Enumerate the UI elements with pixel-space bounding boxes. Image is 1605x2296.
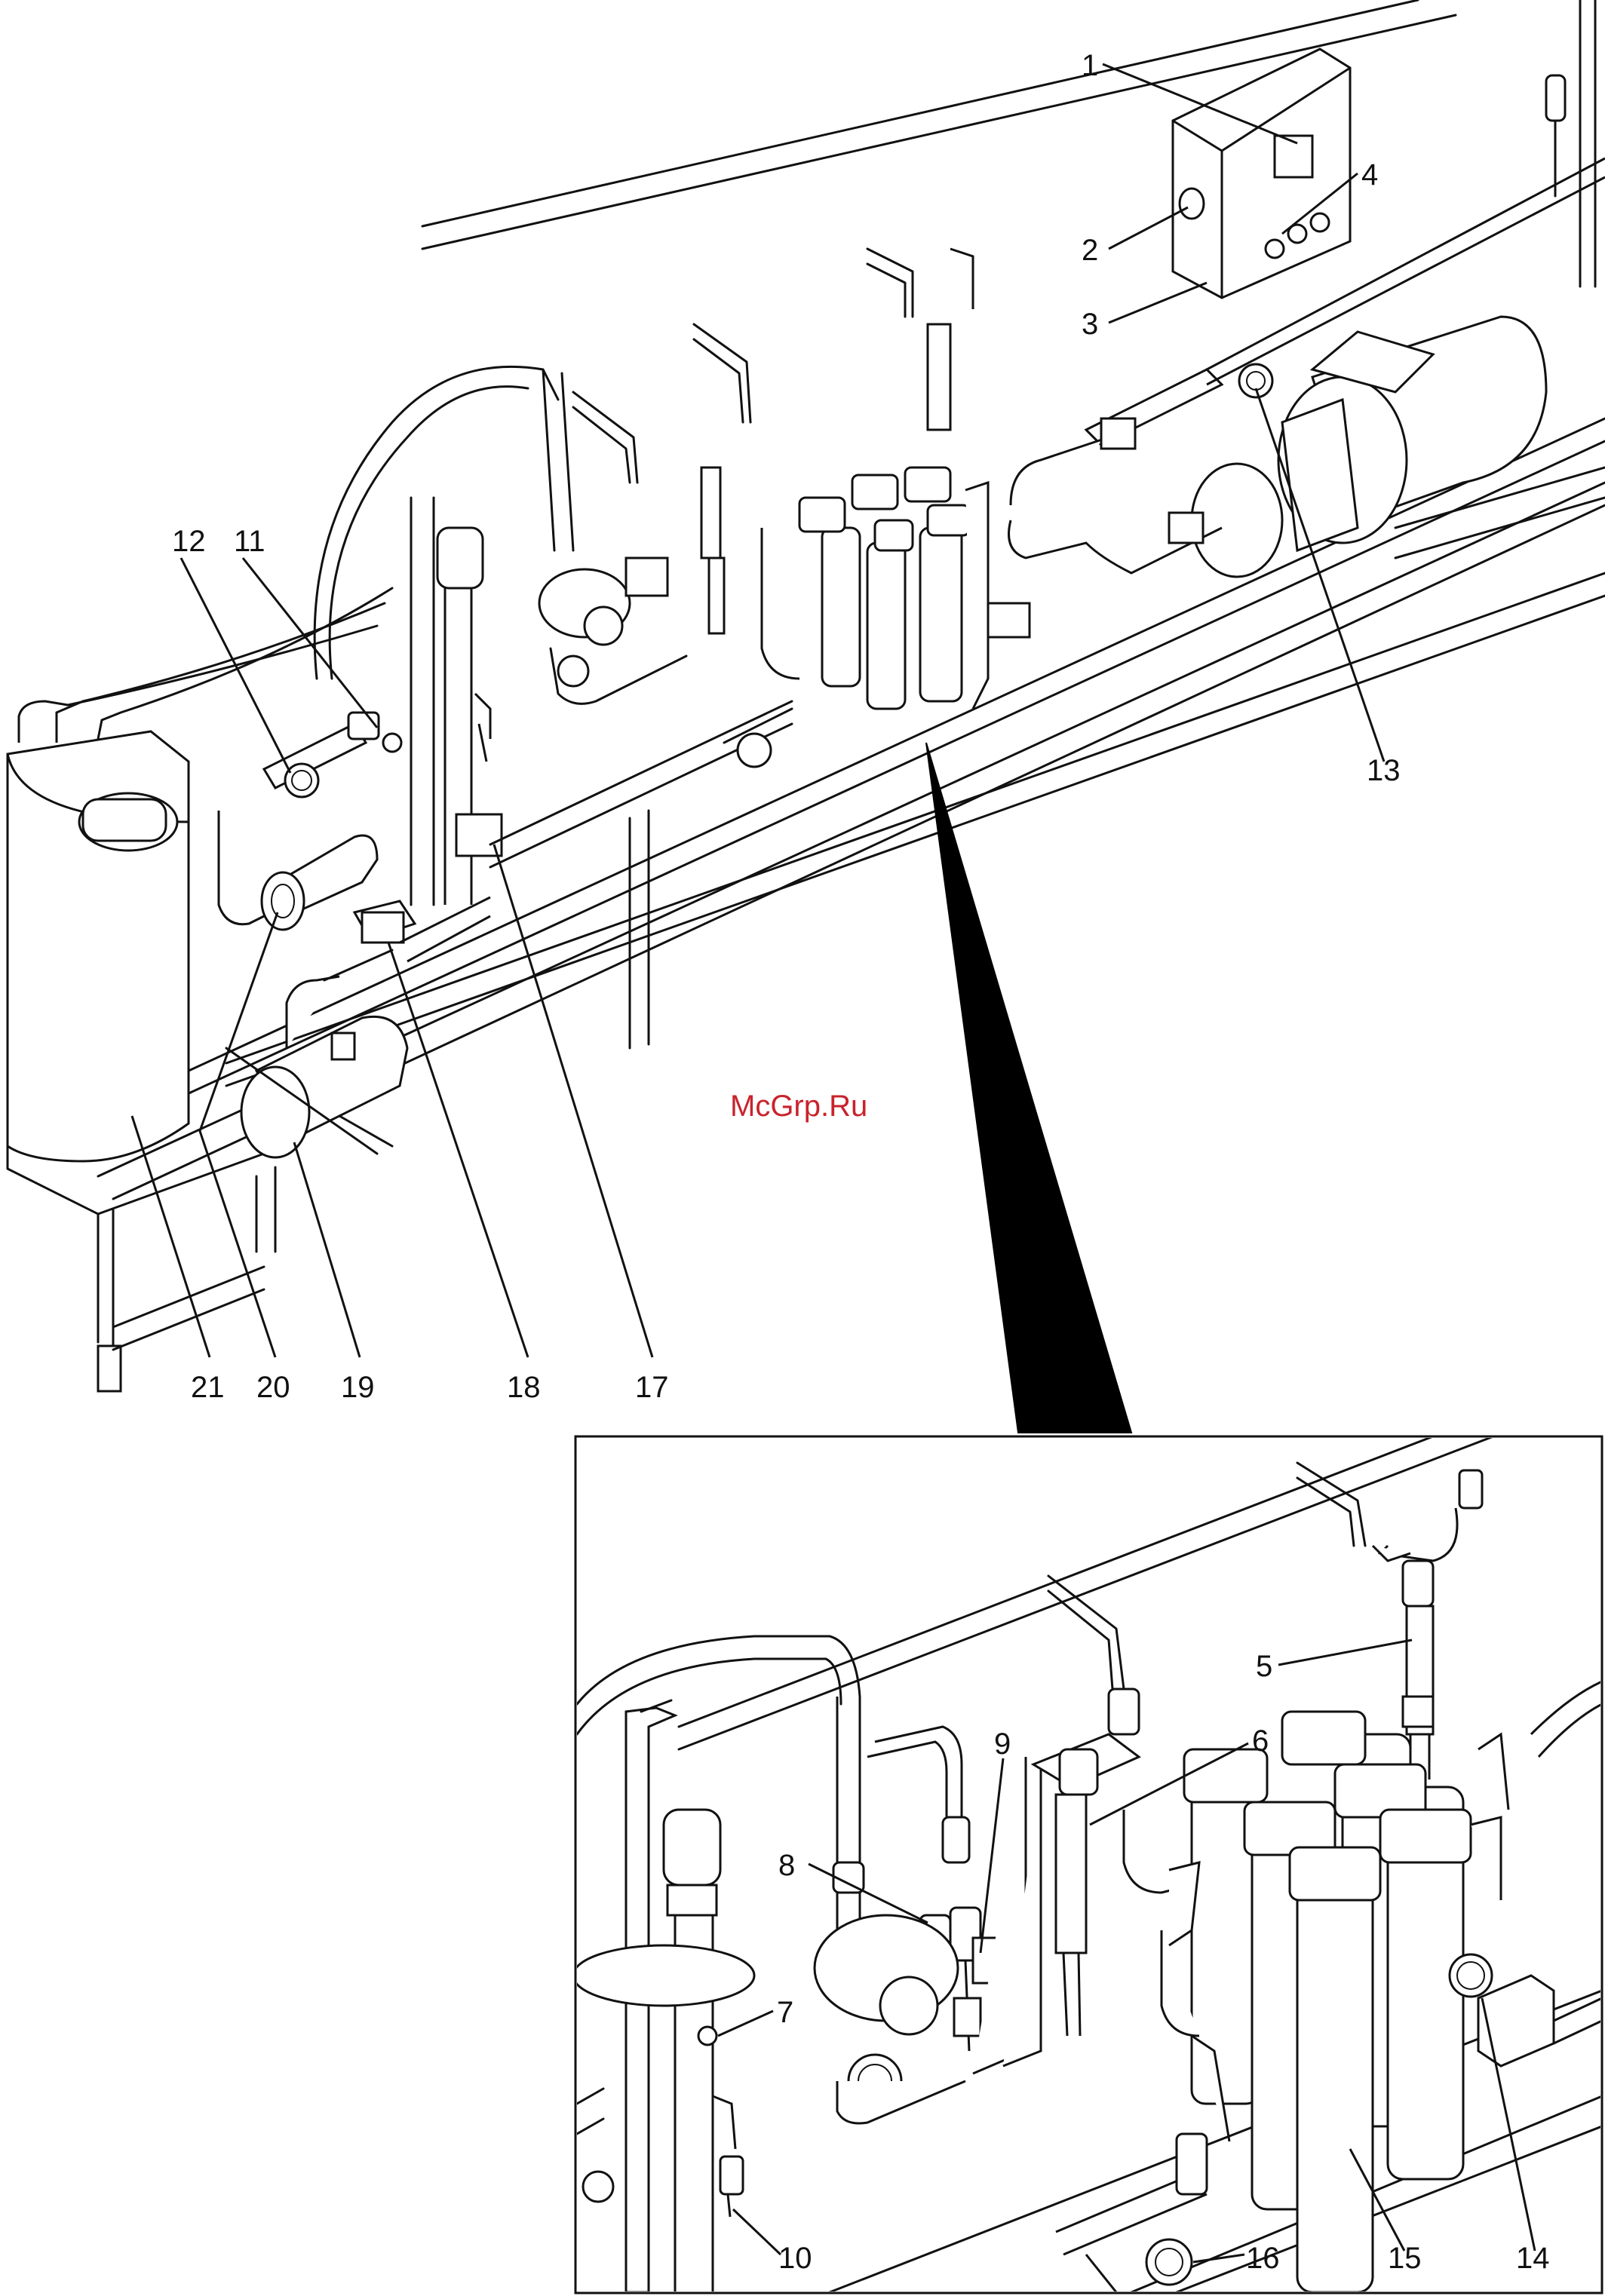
callout-15: 15 <box>1388 2242 1422 2275</box>
control-box <box>1173 49 1350 298</box>
callout-21: 21 <box>191 1371 225 1404</box>
filter-bank <box>762 467 1030 709</box>
callout-6: 6 <box>1252 1724 1269 1758</box>
main-view <box>8 0 1605 1433</box>
solenoid-18 <box>354 897 490 961</box>
callout-17: 17 <box>635 1371 669 1404</box>
callout-10: 10 <box>778 2242 812 2275</box>
watermark: McGrp.Ru <box>730 1090 867 1123</box>
gauge-12 <box>264 713 401 797</box>
callout-8: 8 <box>778 1849 795 1882</box>
tank <box>8 701 189 1161</box>
zoom-wedge <box>926 743 1131 1433</box>
callout-4: 4 <box>1361 158 1378 192</box>
callout-12: 12 <box>172 525 206 558</box>
callout-13: 13 <box>1367 754 1401 787</box>
callout-3: 3 <box>1082 308 1098 341</box>
callout-7: 7 <box>777 1996 793 2029</box>
callout-14: 14 <box>1516 2242 1550 2275</box>
hoses <box>68 366 573 713</box>
callout-11: 11 <box>234 525 265 558</box>
callout-9: 9 <box>994 1727 1011 1761</box>
detail-view <box>573 1436 1602 2293</box>
callout-18: 18 <box>507 1371 541 1404</box>
callout-20: 20 <box>256 1371 290 1404</box>
callout-2: 2 <box>1082 234 1098 267</box>
callout-5: 5 <box>1256 1650 1272 1683</box>
callout-1: 1 <box>1082 49 1098 82</box>
tank-stand <box>8 1146 264 1391</box>
callout-19: 19 <box>341 1371 375 1404</box>
callout-16: 16 <box>1246 2242 1280 2275</box>
